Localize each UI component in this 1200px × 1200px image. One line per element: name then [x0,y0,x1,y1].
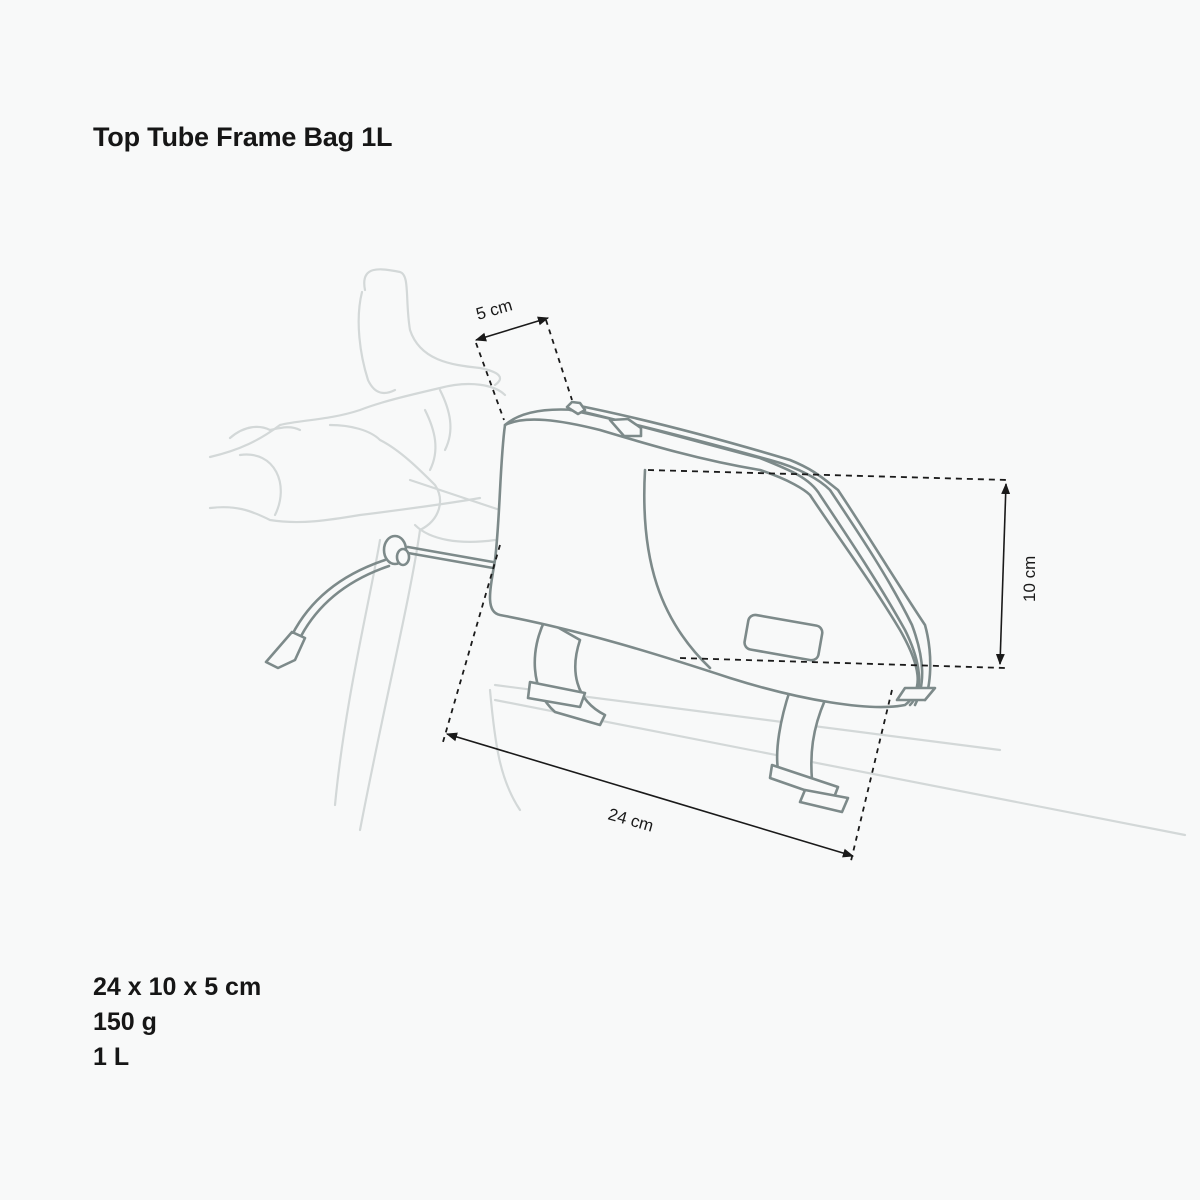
spec-dimensions: 24 x 10 x 5 cm [93,973,262,1001]
dimension-label-depth: 5 cm [474,295,515,323]
product-title: Top Tube Frame Bag 1L [93,122,393,152]
spec-list: 24 x 10 x 5 cm 150 g 1 L [93,970,261,1075]
dimension-label-length: 24 cm [606,805,656,836]
dimension-label-height: 10 cm [1020,556,1039,602]
dimension-lines [442,316,1011,866]
spec-weight: 150 g [93,1008,157,1036]
spec-volume: 1 L [93,1043,130,1071]
